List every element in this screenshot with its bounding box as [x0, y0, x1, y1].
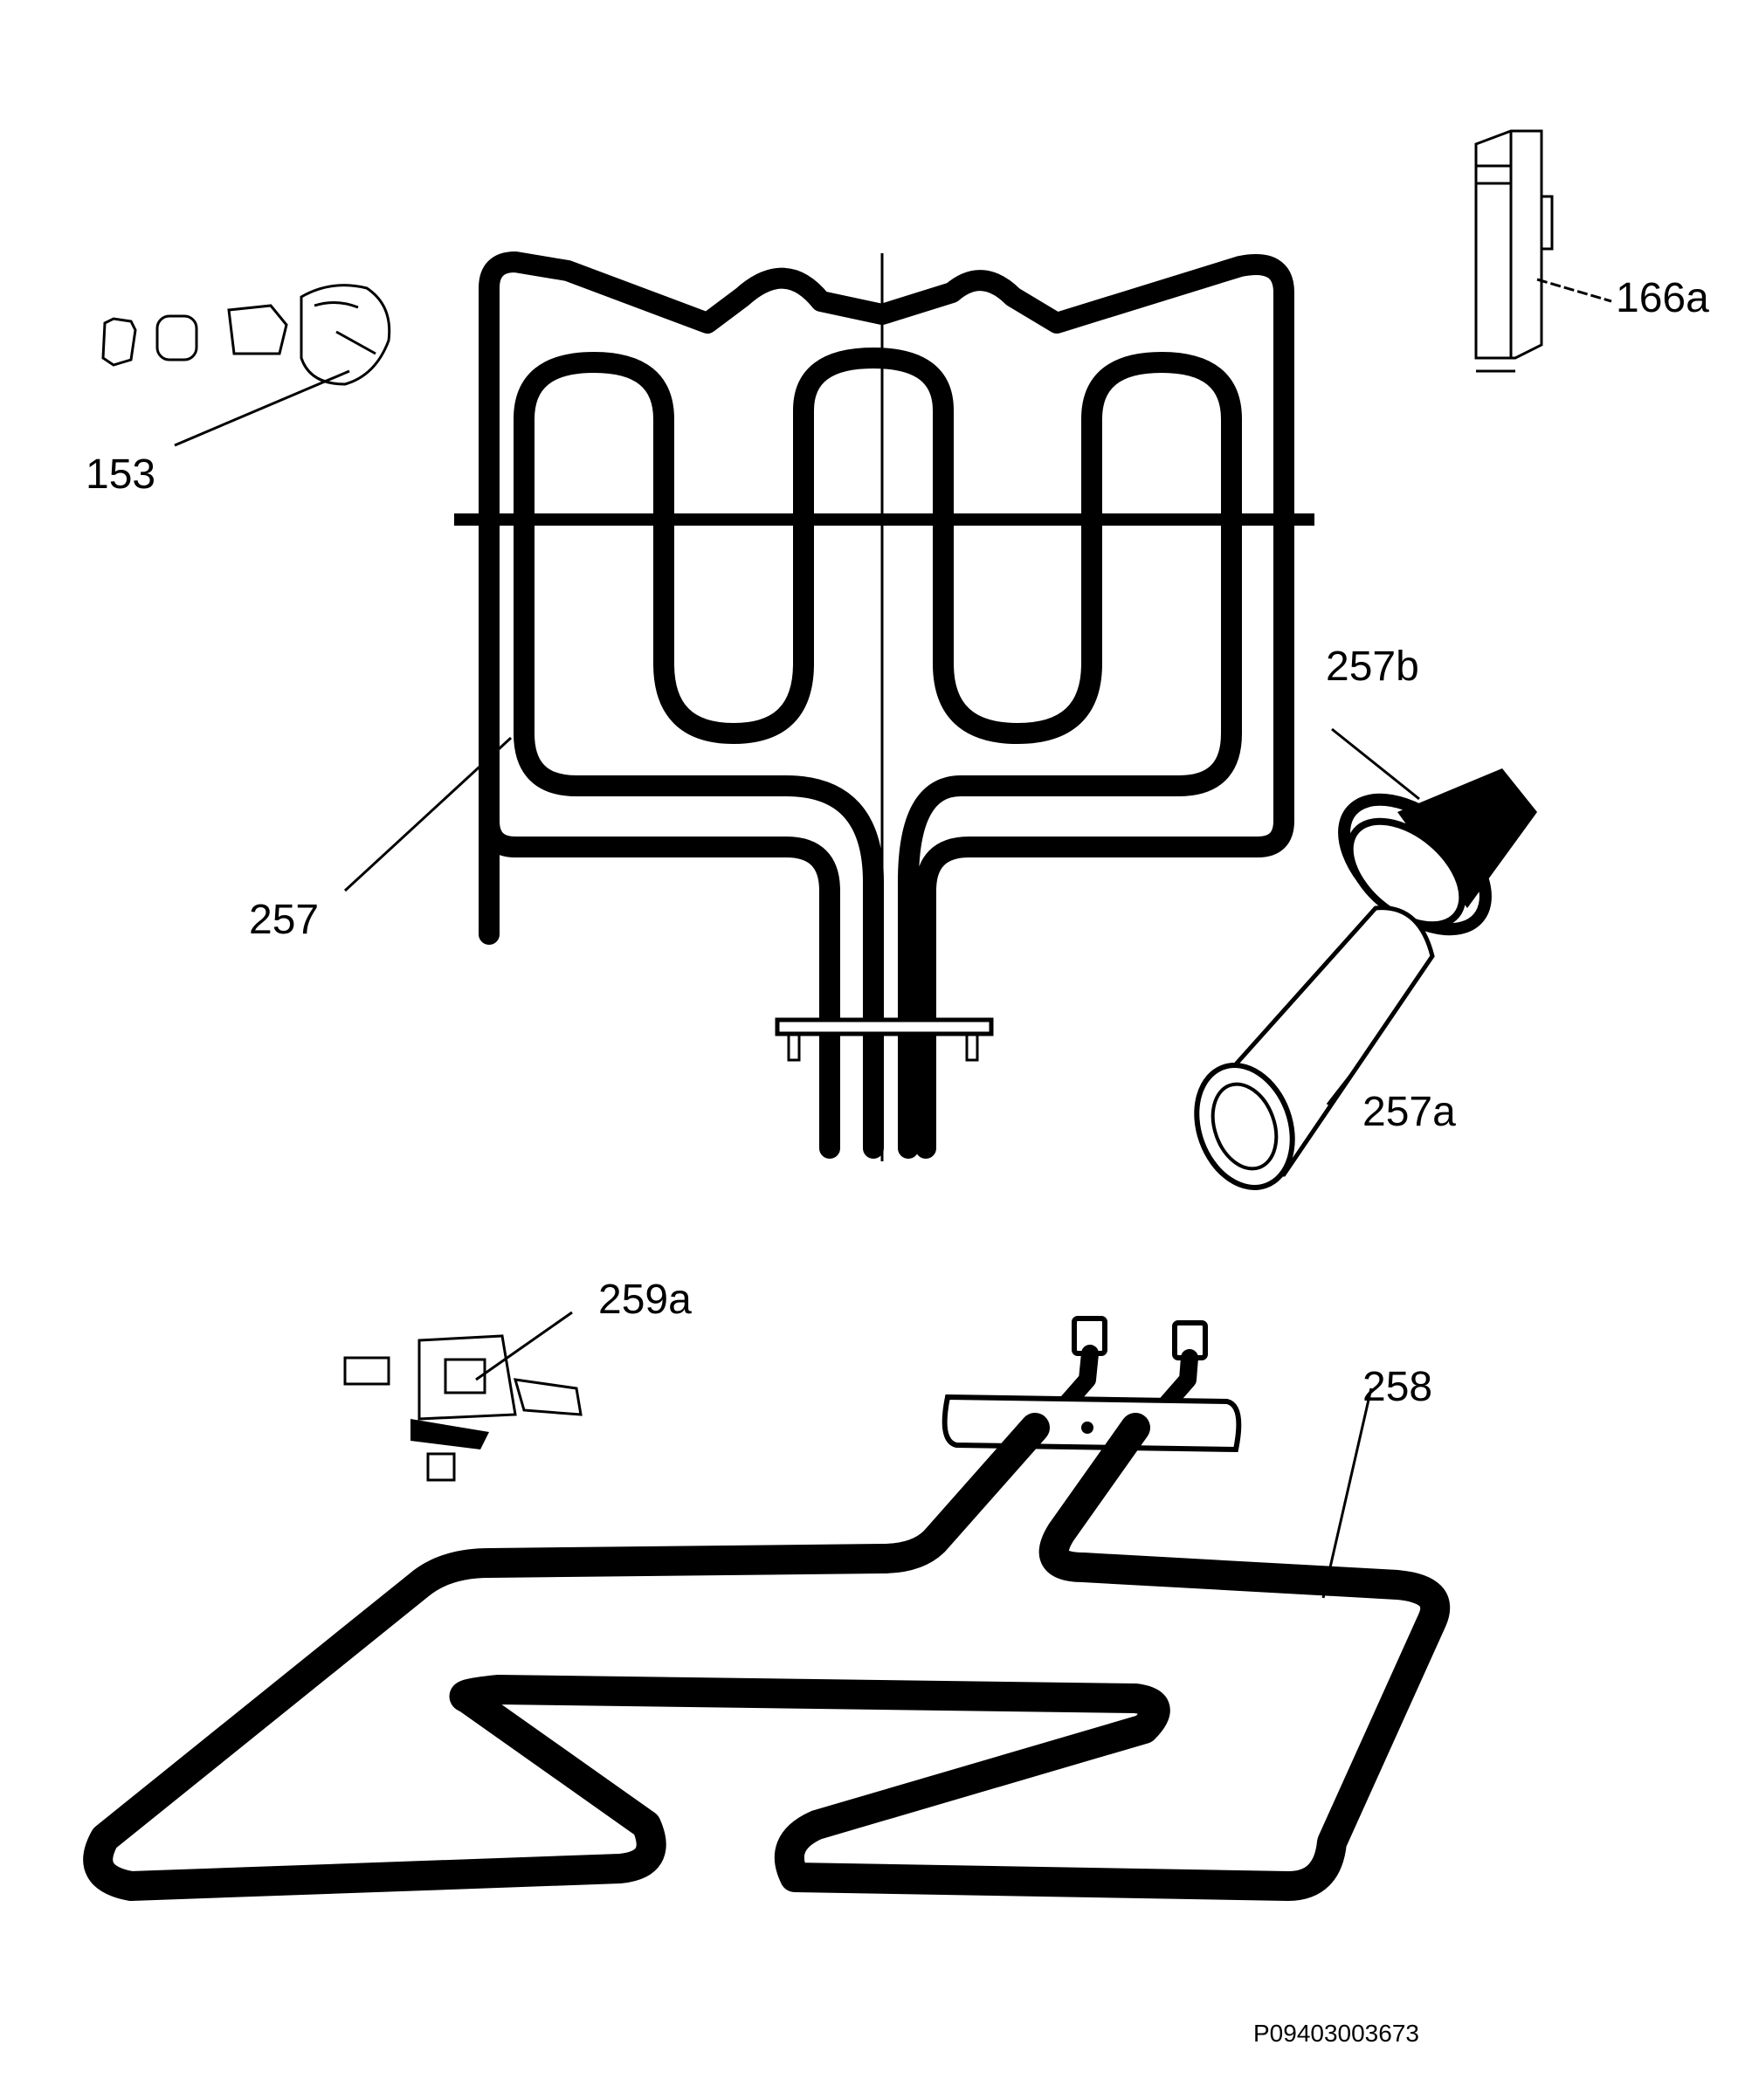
part-label-257a: 257a — [1362, 1089, 1456, 1135]
leader-257b — [1331, 727, 1420, 801]
grommet-drawing — [1331, 727, 1537, 936]
grill-element-drawing — [343, 251, 1314, 1161]
switch-block-drawing — [1474, 129, 1612, 373]
lamp-assembly-drawing — [101, 284, 391, 447]
leader-258 — [1321, 1387, 1373, 1599]
leader-153 — [174, 369, 350, 447]
part-label-166a: 166a — [1616, 275, 1709, 321]
thermostat-drawing — [343, 1311, 583, 1482]
sleeve-drawing — [1194, 905, 1435, 1190]
part-label-257b: 257b — [1326, 644, 1419, 690]
part-label-153: 153 — [86, 451, 156, 498]
part-label-258: 258 — [1362, 1364, 1433, 1410]
leader-259a — [475, 1311, 573, 1381]
part-label-257: 257 — [249, 897, 320, 943]
leader-257 — [343, 736, 513, 892]
leader-257a — [1326, 1064, 1360, 1105]
part-label-259a: 259a — [598, 1277, 692, 1323]
oven-element-drawing — [83, 1316, 1451, 1901]
leader-166a — [1536, 278, 1612, 303]
drawing-code: P09403003673 — [1253, 2020, 1419, 2047]
